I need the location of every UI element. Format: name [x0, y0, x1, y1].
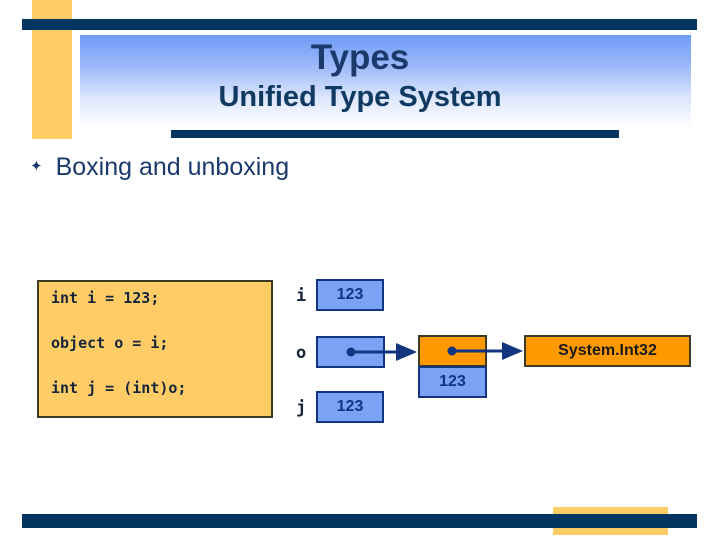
variable-label-o: o — [296, 343, 307, 363]
bullet-item: ✦ Boxing and unboxing — [30, 155, 289, 180]
diamond-bullet-icon: ✦ — [30, 158, 43, 175]
title-band — [80, 35, 691, 128]
variable-label-j: j — [296, 398, 307, 418]
code-line-3: int j = (int)o; — [51, 379, 187, 397]
code-line-1: int i = 123; — [51, 289, 160, 307]
code-snippet-box: int i = 123; object o = i; int j = (int)… — [37, 280, 273, 418]
decor-navy-bar-top — [22, 19, 697, 30]
variable-label-i: i — [296, 286, 307, 306]
code-line-2: object o = i; — [51, 334, 169, 352]
decor-navy-bar-bottom — [22, 514, 697, 528]
page-title: Types — [310, 38, 410, 77]
title-underline-rule — [171, 130, 619, 138]
type-descriptor-box: System.Int32 — [524, 335, 691, 367]
variable-box-j: 123 — [316, 391, 384, 423]
variable-box-i: 123 — [316, 279, 384, 311]
bullet-label: Boxing and unboxing — [55, 153, 290, 181]
page-subtitle: Unified Type System — [218, 81, 502, 113]
heap-object-value: 123 — [418, 366, 487, 398]
